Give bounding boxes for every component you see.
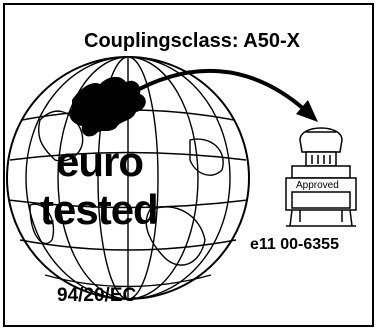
rubber-stamp-icon [285,127,357,227]
directive-label: 94/20/EC [57,285,137,306]
globe-text-euro: euro [56,138,144,185]
europe-shape [69,76,146,137]
approval-number: e11 00-6355 [250,236,339,253]
stamp-approved-label: Approved [296,180,339,191]
coupling-class-label: Couplingsclass: A50-X [84,30,300,52]
curved-arrow-icon [129,68,318,122]
globe-text-tested: tested [40,186,159,233]
globe-icon [6,56,250,300]
